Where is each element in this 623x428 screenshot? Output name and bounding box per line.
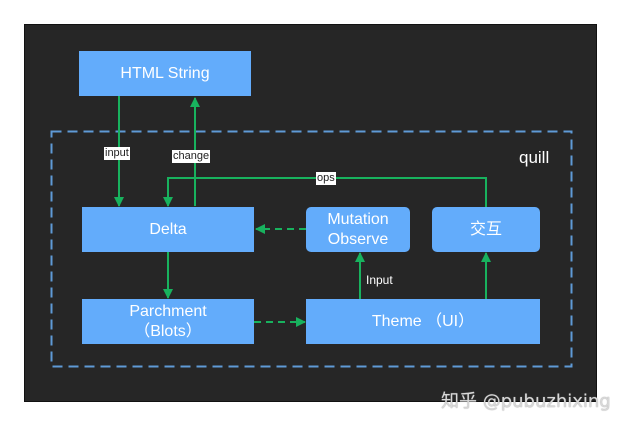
edge-label-ops: ops: [316, 172, 336, 185]
node-theme: Theme （UI）: [306, 299, 540, 344]
edge-label-theme-input: Input: [366, 273, 393, 287]
node-interaction: 交互: [432, 207, 540, 252]
node-html-string: HTML String: [79, 51, 251, 96]
quill-container-label: quill: [519, 148, 550, 167]
node-parchment: Parchment （Blots）: [82, 299, 254, 344]
watermark: 知乎 @pubuzhixing: [441, 391, 611, 412]
edge-label-input: input: [104, 147, 130, 160]
quill-container-border: [50, 130, 573, 368]
node-delta: Delta: [82, 207, 254, 252]
edge-label-change: change: [172, 150, 211, 163]
node-mutation-observe: Mutation Observe: [306, 207, 410, 252]
